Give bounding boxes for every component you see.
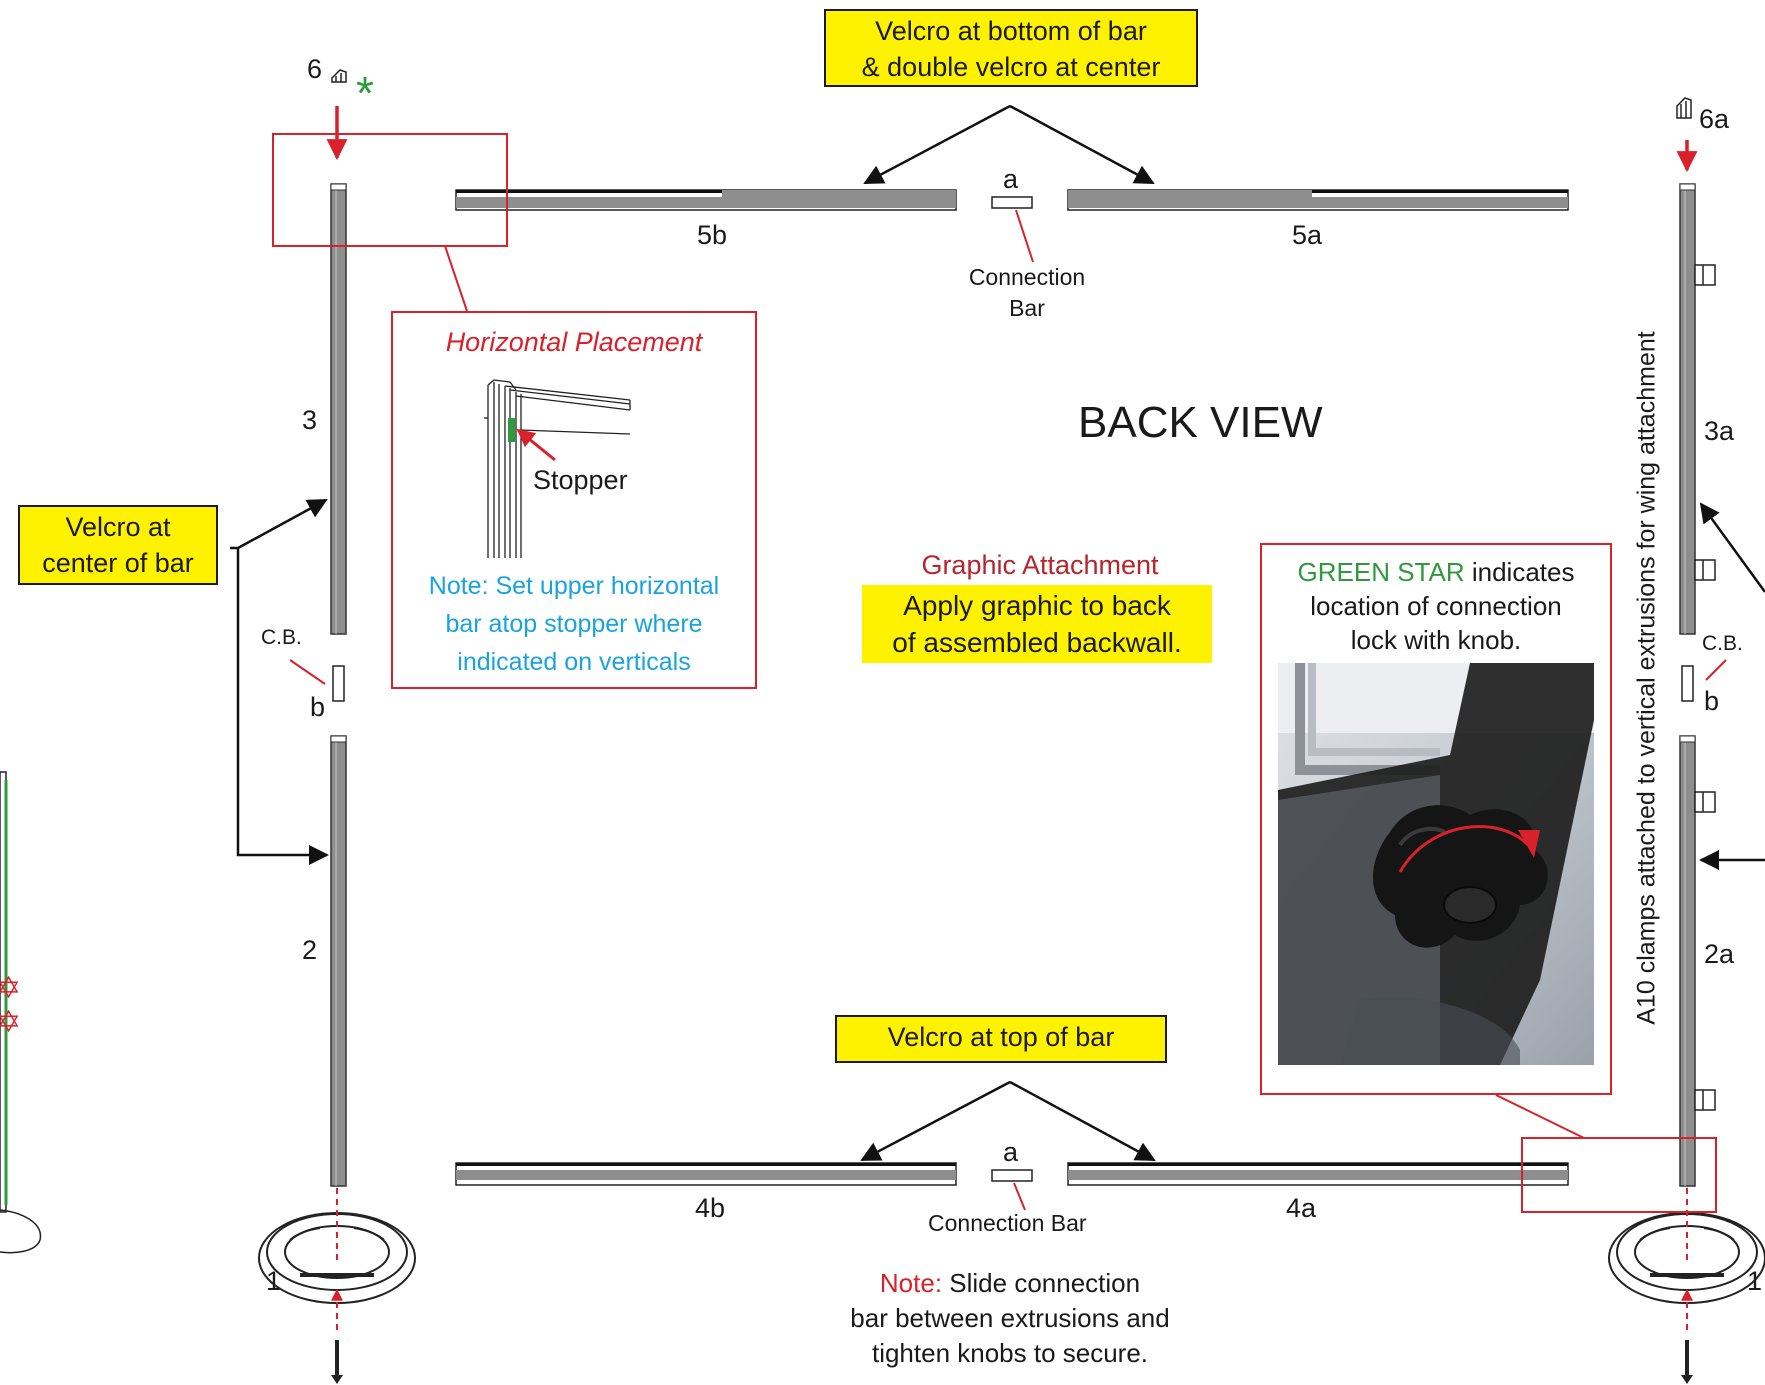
- bottom-note-rest: Slide connection: [942, 1268, 1141, 1298]
- green-star-note-line-1: GREEN STAR indicates: [1262, 555, 1610, 589]
- cb-right-label: C.B.: [1702, 632, 1743, 655]
- hp-note-line-3: indicated on verticals: [457, 648, 691, 676]
- connection-bar-top-line-1: Connection: [968, 264, 1086, 290]
- red-star-icon: ✡: [0, 971, 21, 1006]
- callout-top-velcro: Velcro at bottom of bar & double velcro …: [824, 9, 1198, 87]
- connection-bar-left: [332, 665, 345, 702]
- horizontal-placement-title: Horizontal Placement: [445, 327, 703, 357]
- label-2: 2: [302, 935, 318, 965]
- green-star-icon: *: [356, 67, 374, 119]
- connection-bar-top-line-2: Bar: [1009, 295, 1045, 321]
- vertical-2a: [1679, 735, 1696, 1187]
- label-a-top: a: [1003, 164, 1019, 194]
- screw-right-icon: [1681, 1340, 1693, 1384]
- bar-5a: [1067, 189, 1569, 211]
- end-cap-6a-icon: [1676, 97, 1692, 119]
- bar-5b: [455, 189, 957, 211]
- stopper-label: Stopper: [533, 465, 628, 495]
- green-star-note-box: GREEN STAR indicates location of connect…: [1260, 543, 1612, 1095]
- red-star-icon: ✡: [0, 1005, 21, 1040]
- callout-left-line-2: center of bar: [42, 548, 194, 578]
- bottom-note-line-3: tighten knobs to secure.: [871, 1338, 1149, 1368]
- bottom-note-line-2: bar between extrusions and: [850, 1303, 1170, 1333]
- graphic-attachment-title: Graphic Attachment: [921, 550, 1159, 580]
- horizontal-placement-note: Note: Set upper horizontal bar atop stop…: [393, 567, 755, 681]
- stopper-marker: [508, 418, 515, 442]
- label-1-right: 1: [1747, 1266, 1763, 1296]
- callout-bottom-velcro: Velcro at top of bar: [835, 1015, 1167, 1063]
- screw-left-icon: [331, 1340, 343, 1384]
- hp-note-line-1: Note: Set upper horizontal: [428, 572, 720, 600]
- callout-top-line-2: & double velcro at center: [861, 52, 1161, 82]
- label-4a: 4a: [1286, 1193, 1317, 1223]
- label-a-bottom: a: [1003, 1137, 1019, 1167]
- connection-bar-bottom: [991, 1169, 1033, 1182]
- callout-left-velcro: Velcro at center of bar: [18, 505, 218, 585]
- callout-left-line-1: Velcro at: [65, 512, 171, 542]
- hp-note-line-2: bar atop stopper where: [445, 610, 703, 638]
- stopper-detail-drawing: [484, 379, 631, 558]
- label-5b: 5b: [697, 220, 728, 250]
- connection-bar-right: [1681, 665, 1694, 702]
- bar-4a: [1067, 1162, 1569, 1186]
- cb-left-label: C.B.: [261, 626, 302, 649]
- vertical-2: [330, 735, 347, 1187]
- graphic-attachment-line-1: Apply graphic to back: [903, 590, 1171, 621]
- label-4b: 4b: [695, 1193, 726, 1223]
- graphic-attachment-line-2: of assembled backwall.: [892, 627, 1182, 658]
- connection-bar-top-label: Connection Bar: [955, 262, 1099, 324]
- label-1-left: 1: [266, 1266, 282, 1296]
- vertical-3a: [1679, 183, 1696, 635]
- graphic-attachment-body: Apply graphic to back of assembled backw…: [862, 585, 1212, 663]
- callout-top-line-1: Velcro at bottom of bar: [875, 16, 1147, 46]
- bottom-note-prefix: Note:: [879, 1268, 943, 1298]
- page-title: BACK VIEW: [1078, 398, 1323, 447]
- bar-4b: [455, 1162, 957, 1186]
- connection-bar-bottom-label: Connection Bar: [928, 1210, 1087, 1236]
- vertical-3: [330, 183, 347, 635]
- connection-bar-top: [991, 196, 1033, 209]
- label-6: 6: [307, 54, 323, 84]
- label-2a: 2a: [1704, 939, 1735, 969]
- label-3a: 3a: [1704, 416, 1735, 446]
- a10-clamps-caption: A10 clamps attached to vertical extrusio…: [1632, 331, 1661, 1025]
- side-view-partial: ✡ ✡: [0, 771, 42, 1254]
- green-star-note-line-2: location of connection: [1310, 591, 1562, 621]
- green-star-rest: indicates: [1464, 557, 1575, 587]
- label-3: 3: [302, 405, 318, 435]
- bottom-note: Note: Slide connection bar between extru…: [820, 1266, 1200, 1371]
- green-star-highlight: GREEN STAR: [1297, 557, 1465, 587]
- green-star-note-text: GREEN STAR indicates location of connect…: [1262, 555, 1610, 657]
- label-6a: 6a: [1699, 104, 1730, 134]
- label-b-left: b: [310, 692, 326, 722]
- end-cap-6-icon: [331, 69, 347, 83]
- bottom-note-line-1: Note: Slide connection: [820, 1266, 1200, 1301]
- label-b-right: b: [1704, 686, 1720, 716]
- horizontal-placement-box: Horizontal Placement Stopper Note: Set u…: [391, 311, 757, 689]
- a10-clamps: [1694, 264, 1716, 1111]
- label-5a: 5a: [1292, 220, 1323, 250]
- knob-photo: [1278, 663, 1594, 1065]
- green-star-note-line-3: lock with knob.: [1350, 625, 1522, 655]
